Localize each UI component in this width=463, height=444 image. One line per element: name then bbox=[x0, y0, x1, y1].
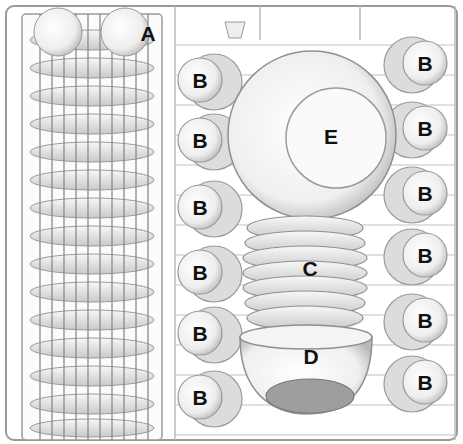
callout-letter: B bbox=[192, 387, 207, 408]
callout-letter: C bbox=[302, 258, 317, 279]
small-bowl bbox=[240, 325, 372, 414]
callout-letter: B bbox=[192, 323, 207, 344]
cup-column-right bbox=[384, 37, 447, 412]
callout-letter: B bbox=[417, 310, 432, 331]
callout-letter: B bbox=[192, 70, 207, 91]
callout-letter: A bbox=[140, 23, 155, 44]
rack-frame bbox=[6, 6, 457, 440]
callout-letter: B bbox=[417, 118, 432, 139]
callout-letter: B bbox=[192, 197, 207, 218]
plate-stack bbox=[243, 216, 367, 330]
callout-letter: E bbox=[324, 126, 338, 147]
callout-letter: B bbox=[192, 262, 207, 283]
callout-letter: B bbox=[192, 130, 207, 151]
callout-letter: B bbox=[417, 245, 432, 266]
large-bowl bbox=[228, 51, 396, 219]
rack-clip bbox=[225, 22, 245, 38]
rack-rails bbox=[175, 6, 455, 440]
plate-basket bbox=[22, 8, 162, 440]
rack-wires bbox=[175, 45, 455, 435]
callout-letter: D bbox=[303, 346, 318, 367]
callout-letter: B bbox=[417, 183, 432, 204]
callout-letter: B bbox=[417, 53, 432, 74]
callout-letter: B bbox=[417, 372, 432, 393]
